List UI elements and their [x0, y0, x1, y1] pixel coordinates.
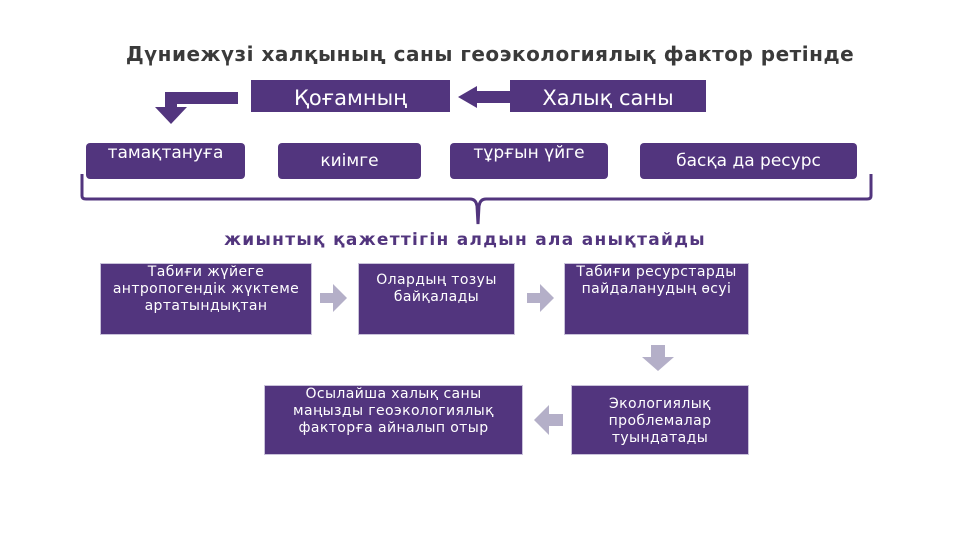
need-box-clothes: киімге	[278, 143, 421, 179]
arrow-right-icon	[320, 284, 347, 312]
arrow-left-icon	[534, 405, 563, 435]
need-box-other: басқа да ресурс	[640, 143, 857, 179]
brace-icon	[80, 174, 873, 225]
need-label: тұрғын үйге	[473, 143, 585, 163]
page-title: Дүниежүзі халқының саны геоэкологиялық ф…	[125, 42, 855, 66]
population-box: Халық саны	[510, 80, 706, 112]
flow-step-4: Экологиялық проблемалар туындатады	[571, 385, 749, 455]
need-label: басқа да ресурс	[676, 151, 821, 171]
flow-step-1: Табиғи жүйеге антропогендік жүктеме арта…	[100, 263, 312, 335]
arrow-right-icon	[527, 284, 554, 312]
need-box-food: тамақтануға	[86, 143, 245, 179]
flow-step-2: Олардың тозуы байқалады	[358, 263, 515, 335]
flow-step-5: Осылайша халық саны маңызды геоэкологиял…	[264, 385, 523, 455]
arrow-left-icon	[458, 86, 511, 108]
need-label: тамақтануға	[107, 143, 224, 163]
society-box: Қоғамның	[251, 80, 450, 112]
arrow-down-icon	[155, 92, 238, 124]
flow-step-3: Табиғи ресурстарды пайдаланудың өсуі	[564, 263, 749, 335]
need-label: киімге	[320, 151, 379, 171]
arrow-down-icon	[642, 345, 674, 371]
brace-caption: жиынтық қажеттігін алдын ала анықтайды	[224, 230, 706, 250]
need-box-housing: тұрғын үйге	[450, 143, 608, 179]
